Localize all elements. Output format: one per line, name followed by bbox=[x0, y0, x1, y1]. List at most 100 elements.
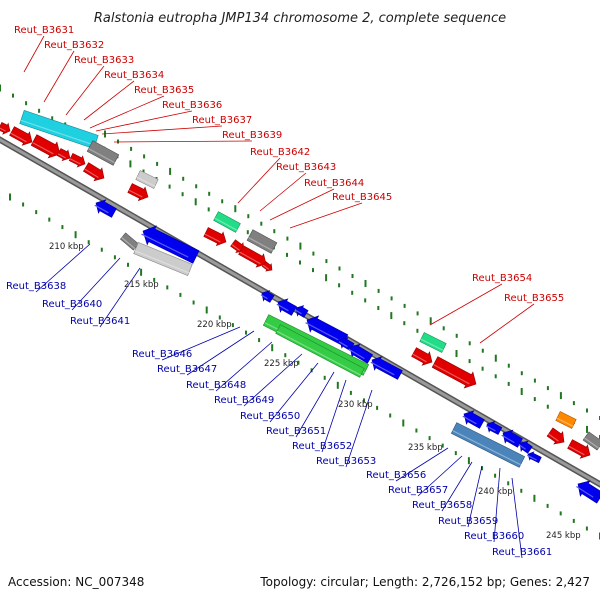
tick-mark bbox=[312, 251, 315, 256]
forward-gene-leader bbox=[95, 110, 193, 132]
gene-red-13-body bbox=[431, 356, 477, 389]
gene-gray-1-body bbox=[86, 140, 120, 166]
forward-gene-label: Reut_B3645 bbox=[332, 192, 392, 203]
tick-mark bbox=[205, 306, 208, 314]
gene-light-gray-1-highlight bbox=[136, 176, 156, 187]
gene-blue-2-body bbox=[142, 225, 200, 264]
reverse-gene-leader bbox=[395, 447, 449, 482]
tick-mark bbox=[299, 260, 301, 265]
gene-blue-9-highlight bbox=[370, 361, 395, 376]
tick-mark bbox=[390, 312, 393, 320]
gene-mint-2-body bbox=[419, 332, 447, 353]
tick-mark bbox=[25, 101, 28, 106]
tick-mark bbox=[481, 366, 484, 371]
reverse-gene-leader bbox=[345, 389, 373, 468]
gene-blue-14-highlight bbox=[527, 454, 537, 461]
gene-blue-2-highlight bbox=[141, 233, 189, 258]
gene-red-2-highlight bbox=[10, 132, 27, 143]
tick-mark bbox=[520, 371, 523, 376]
gene-blue-10-highlight bbox=[462, 415, 477, 425]
tick-mark bbox=[494, 354, 497, 362]
tick-mark bbox=[325, 274, 328, 282]
reverse-gene-label: Reut_B3648 bbox=[186, 380, 246, 391]
gene-blue-15 bbox=[576, 480, 600, 504]
tick-mark bbox=[245, 330, 247, 335]
gene-blue-14-body bbox=[527, 451, 542, 464]
gene-blue-6-highlight bbox=[305, 322, 339, 341]
forward-gene-label: Reut_B3635 bbox=[134, 85, 194, 96]
tick-mark bbox=[194, 198, 197, 206]
gene-green-2 bbox=[275, 324, 365, 378]
gene-light-gray-2-body bbox=[133, 242, 193, 276]
tick-mark bbox=[520, 488, 523, 493]
forward-gene-label: Reut_B3634 bbox=[104, 70, 164, 81]
tick-mark bbox=[428, 436, 431, 441]
reverse-gene-label: Reut_B3661 bbox=[492, 547, 552, 558]
gene-green-2-highlight bbox=[276, 330, 362, 376]
gene-blue-12-highlight bbox=[501, 434, 515, 444]
gene-red-12-highlight bbox=[412, 353, 427, 363]
gene-steel-1 bbox=[450, 422, 526, 468]
tick-mark bbox=[363, 398, 365, 403]
topology-text: Topology: circular; Length: 2,726,152 bp… bbox=[259, 575, 590, 589]
kbp-label: 230 kbp bbox=[338, 400, 373, 410]
tick-mark bbox=[533, 378, 536, 383]
tick-mark bbox=[284, 353, 287, 358]
gene-red-8-body bbox=[203, 227, 227, 247]
gene-red-13-highlight bbox=[433, 364, 470, 385]
tick-mark bbox=[221, 199, 224, 204]
forward-gene-leader bbox=[289, 202, 363, 229]
tick-mark bbox=[364, 280, 367, 287]
tick-mark bbox=[35, 210, 38, 215]
tick-mark bbox=[390, 296, 393, 301]
tick-mark bbox=[455, 350, 458, 357]
gene-mint-2-highlight bbox=[420, 338, 444, 351]
reverse-gene-leader bbox=[215, 341, 273, 392]
gene-gray-4-highlight bbox=[584, 437, 599, 449]
gene-red-3 bbox=[30, 134, 61, 159]
reverse-gene-label: Reut_B3656 bbox=[366, 470, 426, 481]
gene-red-10-highlight bbox=[239, 251, 261, 265]
tick-mark bbox=[74, 231, 77, 239]
tick-mark bbox=[140, 268, 143, 276]
reverse-gene-label: Reut_B3657 bbox=[388, 485, 448, 496]
tick-mark bbox=[0, 84, 1, 92]
tick-mark bbox=[442, 326, 445, 331]
tick-mark bbox=[377, 306, 380, 310]
gene-blue-4-highlight bbox=[276, 303, 289, 312]
tick-mark bbox=[207, 207, 210, 212]
tick-mark bbox=[48, 217, 51, 222]
kbp-label: 215 kbp bbox=[124, 280, 159, 290]
forward-gene-label: Reut_B3654 bbox=[472, 273, 532, 284]
tick-mark bbox=[455, 333, 458, 338]
tick-mark bbox=[182, 176, 185, 181]
tick-mark bbox=[325, 259, 328, 264]
gene-red-14 bbox=[546, 427, 565, 445]
gene-steel-1-highlight bbox=[452, 430, 521, 466]
tick-mark bbox=[117, 139, 119, 144]
tick-mark bbox=[156, 161, 159, 166]
gene-gray-3 bbox=[119, 232, 140, 251]
tick-mark bbox=[192, 300, 195, 305]
forward-gene-label: Reut_B3642 bbox=[250, 147, 310, 158]
gene-red-12-body bbox=[411, 347, 433, 366]
tick-mark bbox=[338, 283, 341, 288]
gene-blue-13-body bbox=[519, 440, 533, 454]
forward-gene-leader bbox=[269, 188, 335, 221]
reverse-gene-leader bbox=[295, 371, 335, 438]
forward-gene-label: Reut_B3632 bbox=[44, 40, 104, 51]
tick-mark bbox=[234, 205, 237, 213]
tick-mark bbox=[143, 154, 146, 159]
tick-mark bbox=[130, 146, 133, 151]
tick-mark bbox=[494, 374, 497, 379]
tick-mark bbox=[51, 116, 54, 121]
gene-blue-11-body bbox=[486, 420, 503, 435]
tick-mark bbox=[403, 321, 406, 326]
gene-red-7 bbox=[127, 183, 149, 202]
forward-gene-label: Reut_B3655 bbox=[504, 293, 564, 304]
tick-mark bbox=[546, 404, 549, 409]
gene-gray-2 bbox=[246, 229, 278, 254]
kbp-label: 240 kbp bbox=[478, 487, 513, 497]
tick-mark bbox=[416, 311, 419, 316]
label-leaders bbox=[23, 35, 535, 559]
